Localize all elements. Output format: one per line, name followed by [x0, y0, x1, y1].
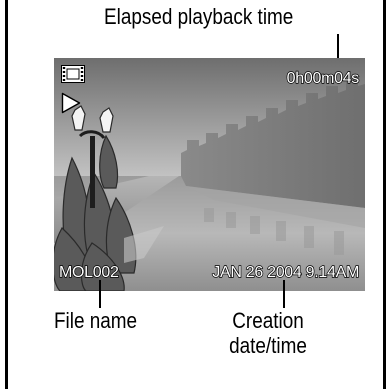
file-name-label: File name	[54, 308, 137, 333]
date-time-readout: JAN 26 2004 9.14AM	[212, 265, 359, 281]
playback-scene-image	[54, 58, 365, 291]
elapsed-time-label: Elapsed playback time	[104, 4, 293, 29]
file-name-leader-line	[99, 280, 101, 308]
camera-playback-screen: 0h00m04s MOL002 JAN 26 2004 9.14AM	[54, 58, 365, 291]
play-icon	[61, 92, 81, 114]
elapsed-time-readout: 0h00m04s	[287, 71, 359, 87]
creation-date-leader-line	[283, 280, 285, 308]
creation-date-label: Creation date/time	[225, 308, 311, 359]
movie-film-icon	[61, 65, 85, 83]
file-name-readout: MOL002	[59, 265, 119, 281]
